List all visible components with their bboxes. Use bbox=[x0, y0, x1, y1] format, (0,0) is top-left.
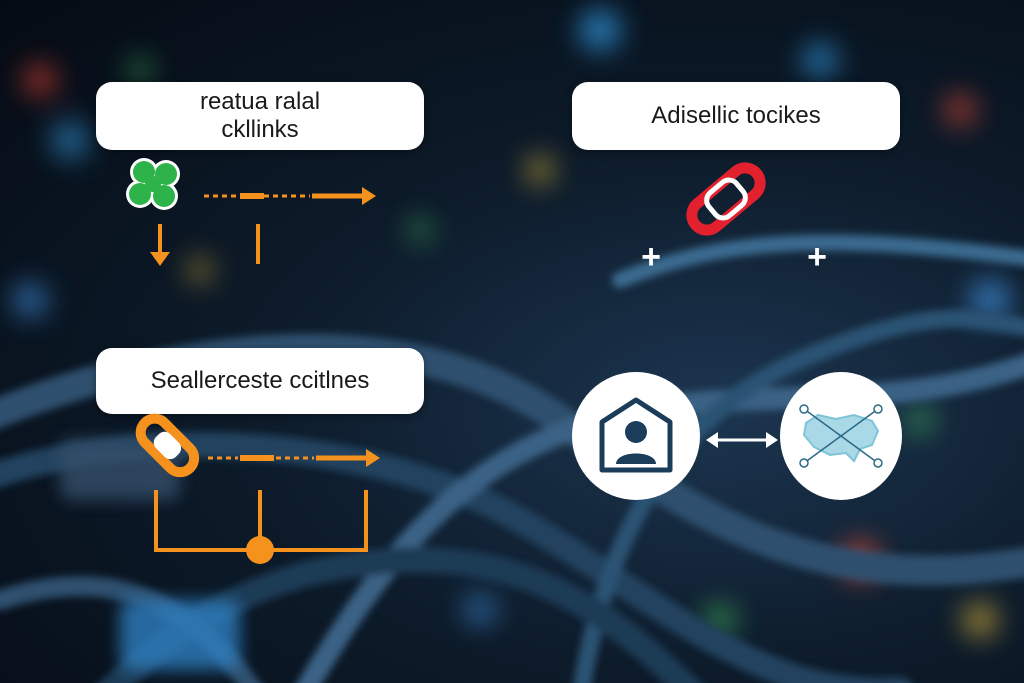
user-profile-circle bbox=[572, 372, 700, 500]
flow-connector-bottom bbox=[135, 413, 380, 564]
user-profile-icon bbox=[599, 397, 673, 473]
middle-left-label-text: Seallerceste ccitlnes bbox=[150, 367, 370, 394]
top-left-label-line2: ckllinks bbox=[221, 116, 299, 143]
plus-sign-right: + bbox=[807, 238, 827, 276]
middle-left-label-box: Seallerceste ccitlnes bbox=[96, 348, 424, 414]
plus-sign-left: + bbox=[641, 238, 661, 276]
us-map-network-circle bbox=[780, 372, 902, 500]
top-right-label-box: Adisellic tocikes bbox=[572, 82, 900, 150]
us-map-network-icon bbox=[799, 404, 883, 468]
chain-link-icon bbox=[686, 162, 766, 236]
clover-icon bbox=[126, 158, 180, 210]
chain-link-icon bbox=[135, 413, 200, 478]
top-right-label-text: Adisellic tocikes bbox=[651, 102, 821, 129]
bidirectional-arrow-icon bbox=[706, 432, 778, 448]
flow-connector-top bbox=[150, 187, 376, 266]
top-left-label-box: reatua ralal ckllinks bbox=[96, 82, 424, 150]
top-left-label-line1: reatua ralal bbox=[199, 88, 321, 115]
